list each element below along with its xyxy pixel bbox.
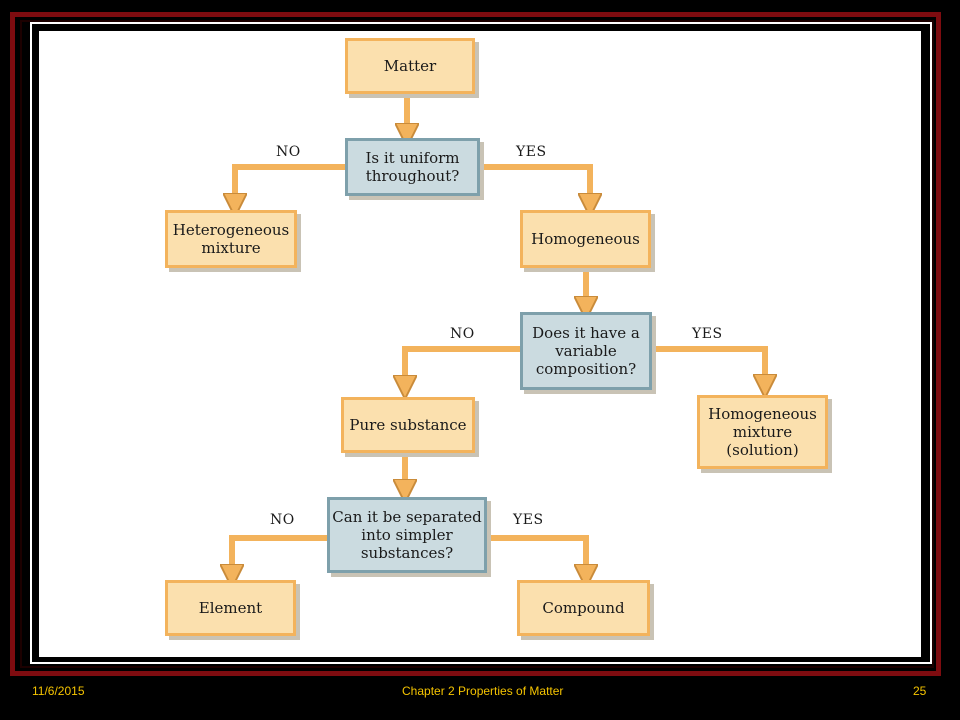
arrow-uniform-yes <box>480 164 590 205</box>
footer-page-number: 25 <box>913 684 927 698</box>
label-variable-no: NO <box>450 326 475 342</box>
label-uniform-no: NO <box>276 144 301 160</box>
arrow-separate-yes <box>487 535 586 576</box>
node-separate-question: Can it be separated into simpler substan… <box>327 497 487 573</box>
node-pure-substance: Pure substance <box>341 397 475 453</box>
slide-frame-inner <box>30 22 932 664</box>
node-homogeneous-mixture-solution: Homogeneous mixture (solution) <box>697 395 828 469</box>
node-homogeneous: Homogeneous <box>520 210 651 268</box>
slide-frame-middle <box>20 20 934 668</box>
arrow-variable-no <box>405 346 522 387</box>
label-separate-yes: YES <box>513 512 544 528</box>
footer-date: 11/6/2015 <box>32 684 85 698</box>
node-compound: Compound <box>517 580 650 636</box>
arrow-separate-no <box>232 535 329 576</box>
label-uniform-yes: YES <box>516 144 547 160</box>
node-variable-question: Does it have a variable composition? <box>520 312 652 390</box>
node-uniform-question: Is it uniform throughout? <box>345 138 480 196</box>
label-separate-no: NO <box>270 512 295 528</box>
arrow-variable-yes <box>652 346 765 386</box>
node-matter: Matter <box>345 38 475 94</box>
node-element: Element <box>165 580 296 636</box>
node-heterogeneous-mixture: Heterogeneous mixture <box>165 210 297 268</box>
footer-title: Chapter 2 Properties of Matter <box>402 684 564 698</box>
slide-frame-outer <box>10 12 941 676</box>
connector-arrows <box>39 97 921 657</box>
arrow-uniform-no <box>235 164 345 205</box>
label-variable-yes: YES <box>692 326 723 342</box>
